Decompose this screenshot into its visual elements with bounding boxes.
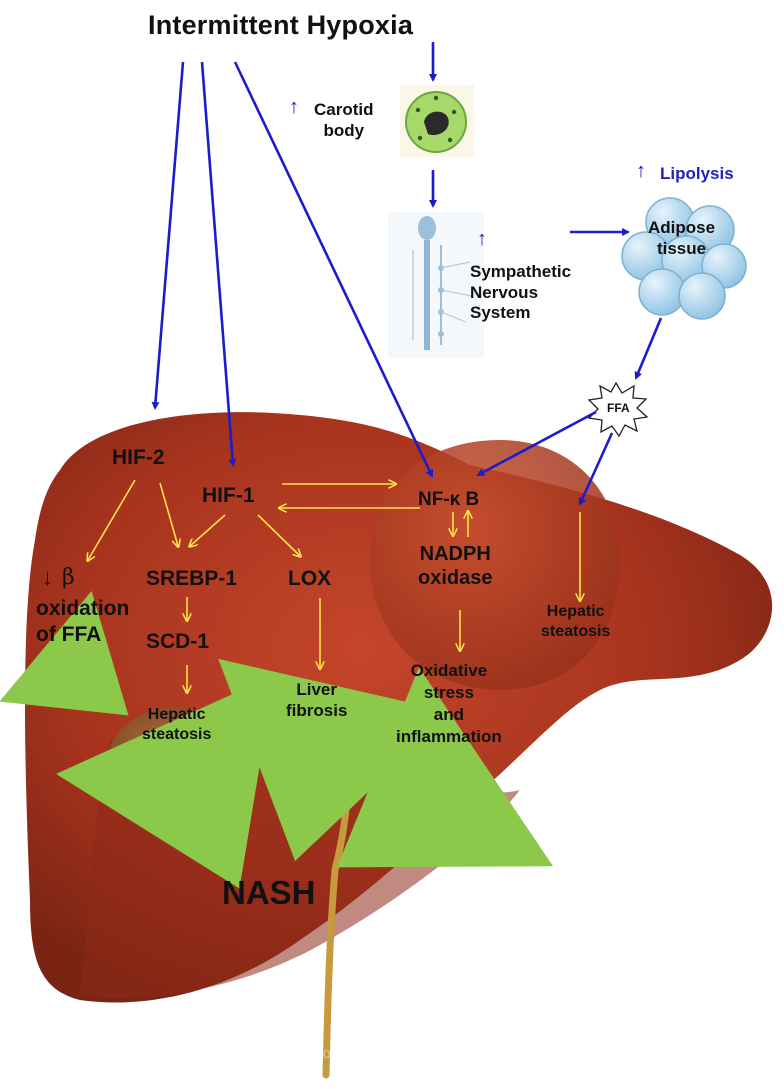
sympathetic-nervous-system-image xyxy=(388,212,484,358)
arrow-hypoxia-to-hif1 xyxy=(200,61,237,467)
arrow-hypoxia-to-nfkb xyxy=(233,61,434,478)
watermark-url: http://www.edsolutions.it/flash/gallery_… xyxy=(225,1045,537,1062)
adipose-tissue-label: Adipose tissue xyxy=(648,218,716,258)
hepatic-steatosis-label-left: Hepatic steatosis xyxy=(142,706,212,743)
adipose-tissue-image xyxy=(621,197,747,320)
sns-label: Sympathetic Nervous System xyxy=(470,262,572,323)
scd1-label: SCD-1 xyxy=(146,630,210,653)
carotid-body-label: Carotid body xyxy=(314,100,374,140)
beta-oxidation-beta: β xyxy=(62,565,75,590)
lox-label: LOX xyxy=(288,567,332,590)
nash-label: NASH xyxy=(222,874,316,911)
ffa-label: FFA xyxy=(607,401,630,415)
lipolysis-label: Lipolysis xyxy=(660,164,734,183)
hif1-label: HIF-1 xyxy=(202,484,255,507)
lipolysis-up-arrow: ↑ xyxy=(636,160,646,182)
hif2-label: HIF-2 xyxy=(112,446,165,469)
diagram-title: Intermittent Hypoxia xyxy=(148,10,414,40)
yellow-arrows xyxy=(88,480,580,692)
arrow-adipose-to-ffa xyxy=(634,317,663,380)
arrow-fibrosis-to-nash xyxy=(218,658,453,861)
arrow-hif2-to-betaox xyxy=(88,479,136,560)
arrow-oxstress-to-nash xyxy=(336,667,554,868)
beta-oxidation-arrow: ↓ xyxy=(42,565,53,590)
arrow-hypoxia-to-hif2 xyxy=(151,61,185,410)
arrow-ffa-to-steatosis xyxy=(578,432,614,506)
sns-up-arrow: ↑ xyxy=(477,228,487,250)
oxidative-stress-label: Oxidative stress and inflammation xyxy=(396,661,502,747)
arrow-hif1-to-srebp xyxy=(190,514,226,546)
beta-oxidation-label: oxidation of FFA xyxy=(36,597,130,646)
arrow-ffa-to-nfkb xyxy=(476,410,597,477)
nfkb-label: NF-κ B xyxy=(418,489,480,510)
nadph-oxidase-label: NADPH oxidase xyxy=(418,543,493,590)
watermark-line1: clark xyxy=(225,1022,257,1039)
srebp1-label: SREBP-1 xyxy=(146,567,238,590)
arrow-steatosis-to-nash xyxy=(55,674,275,889)
ffa-burst-shape xyxy=(587,381,649,438)
green-arrows xyxy=(0,590,554,889)
carotid-up-arrow: ↑ xyxy=(289,96,299,118)
arrow-hif1-to-lox xyxy=(257,514,300,556)
carotid-body-image xyxy=(400,85,474,157)
liver-fibrosis-label: Liver fibrosis xyxy=(286,680,348,720)
hepatic-steatosis-label-right: Hepatic steatosis xyxy=(541,603,611,640)
liver-lobe xyxy=(370,440,620,690)
blue-arrows xyxy=(151,42,663,506)
arrow-hif2-to-srebp xyxy=(159,482,178,546)
